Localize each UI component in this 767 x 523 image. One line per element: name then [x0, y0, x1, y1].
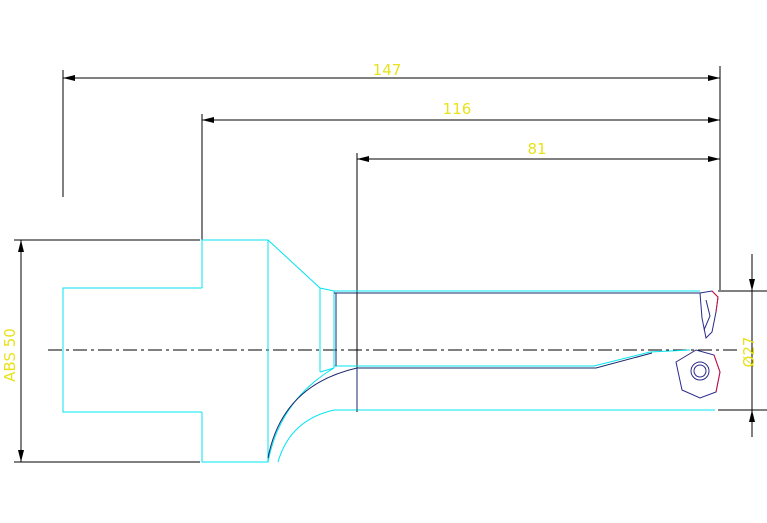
dimension-lines	[14, 66, 767, 463]
dim-flange-length: 116	[443, 100, 472, 118]
lower-insert	[675, 349, 721, 399]
body-contour	[267, 292, 700, 459]
dim-body-length: 81	[527, 140, 546, 158]
dim-shank-label: ABS 50	[1, 328, 19, 382]
dim-overall-length: 147	[373, 61, 402, 79]
insert-screw-icon	[690, 361, 710, 381]
upper-insert	[699, 290, 719, 340]
tool-outline	[62, 239, 715, 463]
dim-diameter: Ø27	[740, 337, 758, 368]
